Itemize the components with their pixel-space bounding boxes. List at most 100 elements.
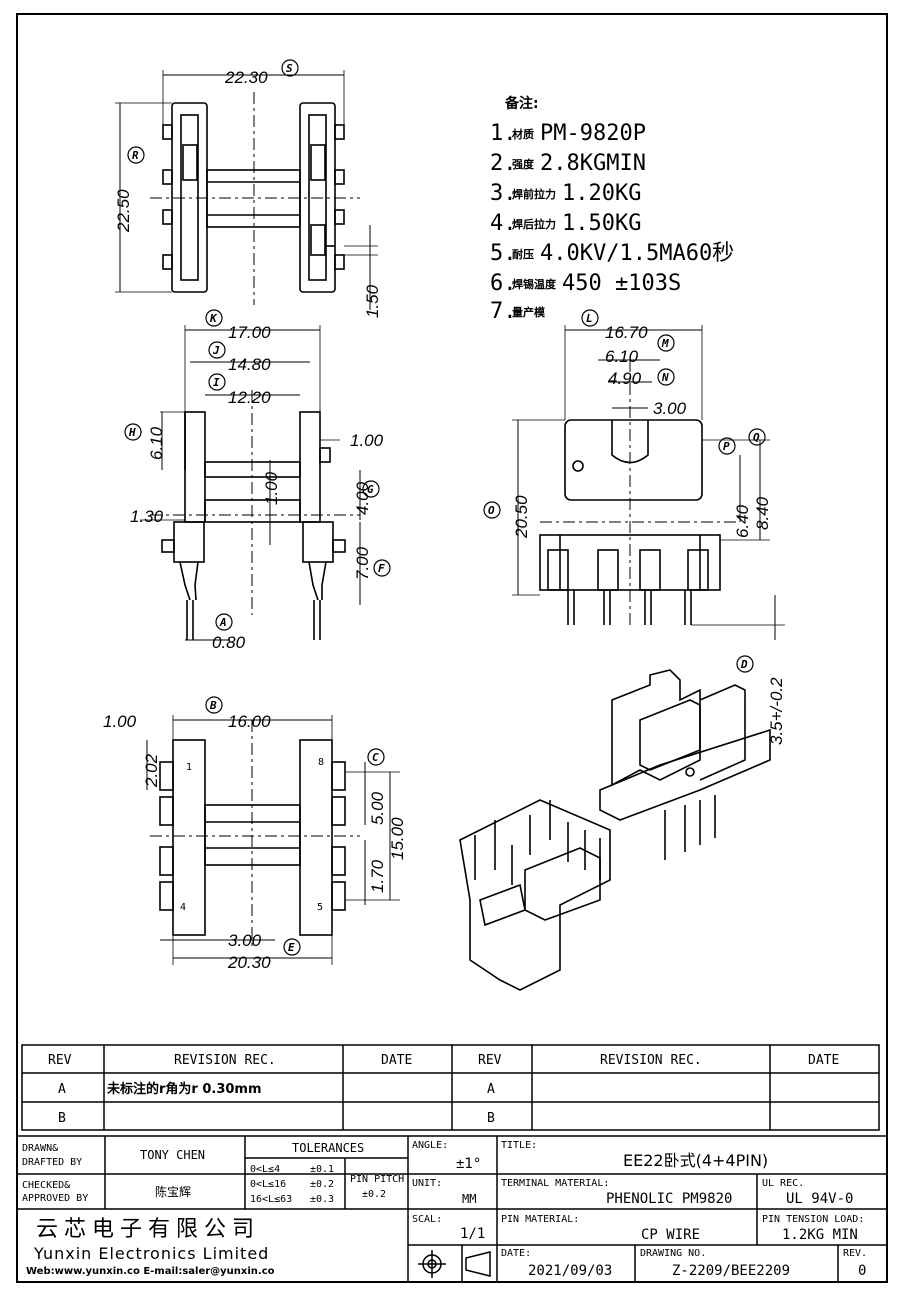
note-value: PM-9820P bbox=[540, 121, 646, 146]
rev-header-rec: REVISION REC. bbox=[174, 1053, 276, 1068]
reference-letter: K bbox=[209, 312, 218, 325]
pin-number-8: 8 bbox=[318, 757, 324, 768]
note-number: 4. bbox=[490, 211, 517, 236]
note-value: 2.8KGMIN bbox=[540, 151, 646, 176]
reference-letter-circle bbox=[373, 559, 391, 577]
rev-row-b: B bbox=[58, 1111, 66, 1126]
rev-row-a-rec: 未标注的r角为r 0.30mm bbox=[106, 1081, 262, 1097]
reference-letter-circle bbox=[483, 501, 501, 519]
company-name-en: Yunxin Electronics Limited bbox=[33, 1244, 269, 1263]
reference-letter-circle bbox=[718, 437, 736, 455]
tolerances-label: TOLERANCES bbox=[292, 1141, 364, 1155]
note-value: 450 ±103S bbox=[562, 271, 681, 296]
reference-letter: I bbox=[213, 376, 220, 389]
title-block-text: DRAWN& DRAFTED BY TONY CHEN CHECKED& APP… bbox=[22, 1140, 867, 1279]
isometric-view-lower bbox=[459, 799, 611, 991]
reference-letter: S bbox=[286, 62, 293, 75]
reference-letter-circle bbox=[208, 373, 226, 391]
rev-header-rev: REV bbox=[48, 1053, 72, 1068]
dim-front-j: 14.80 bbox=[228, 355, 271, 374]
reference-letter: B bbox=[209, 699, 217, 712]
pin-tension-value: 1.2KG MIN bbox=[782, 1227, 858, 1243]
dim-front-d2: 1.00 bbox=[262, 471, 281, 505]
rev-header-rev2: REV bbox=[478, 1053, 502, 1068]
note-number: 5. bbox=[490, 241, 517, 266]
reference-letter-circle bbox=[127, 146, 145, 164]
rev-row-b2: B bbox=[487, 1111, 495, 1126]
tol-value-2: ±0.2 bbox=[310, 1179, 334, 1190]
checked-label: CHECKED& bbox=[22, 1180, 70, 1191]
dim-side-d1: 3.00 bbox=[653, 399, 687, 418]
dim-side-o: 20.50 bbox=[512, 495, 531, 539]
drawing-no-value: Z-2209/BEE2209 bbox=[672, 1263, 790, 1279]
dim-bottom-b: 16.00 bbox=[228, 712, 271, 731]
note-label: 焊后拉力 bbox=[512, 217, 556, 231]
unit-value: MM bbox=[462, 1192, 476, 1206]
note-label: 焊前拉力 bbox=[512, 187, 556, 201]
reference-letter-circle bbox=[736, 655, 754, 673]
pin-number-1: 1 bbox=[186, 762, 192, 773]
reference-letter-circle bbox=[281, 59, 299, 77]
dim-bottom-c: 5.00 bbox=[368, 791, 387, 825]
pin-material-label: PIN MATERIAL: bbox=[501, 1214, 579, 1225]
note-label: 耐压 bbox=[512, 247, 534, 261]
rev-row-a2: A bbox=[487, 1082, 495, 1097]
dim-bottom-d2: 2.02 bbox=[142, 753, 161, 788]
rev-row-a: A bbox=[58, 1082, 66, 1097]
tol-range-2: 0<L≤16 bbox=[250, 1179, 286, 1190]
reference-letter: J bbox=[212, 344, 220, 357]
tol-value-3: ±0.3 bbox=[310, 1194, 334, 1205]
reference-letter-circle bbox=[657, 368, 675, 386]
rev-header-date2: DATE bbox=[808, 1053, 839, 1068]
reference-letter: E bbox=[288, 941, 295, 954]
pin-material-value: CP WIRE bbox=[641, 1227, 700, 1243]
scal-value: 1/1 bbox=[460, 1226, 485, 1242]
tol-range-3: 16<L≤63 bbox=[250, 1194, 292, 1205]
reference-letter-circle bbox=[215, 613, 233, 631]
pin-pitch-value: ±0.2 bbox=[362, 1189, 386, 1200]
company-web: Web:www.yunxin.co E-mail:saler@yunxin.co bbox=[26, 1266, 275, 1277]
dim-top-pin: 1.50 bbox=[363, 284, 382, 318]
drawn-label: DRAWN& bbox=[22, 1143, 58, 1154]
reference-letter-circle bbox=[124, 423, 142, 441]
tol-range-1: 0<L≤4 bbox=[250, 1164, 280, 1175]
note-number: 6. bbox=[490, 271, 517, 296]
title-block bbox=[16, 1135, 888, 1283]
drawn-value: TONY CHEN bbox=[140, 1148, 205, 1162]
dim-side-m: 6.10 bbox=[605, 347, 639, 366]
rev-header-rec2: REVISION REC. bbox=[600, 1053, 702, 1068]
dim-bottom-d3: 15.00 bbox=[388, 817, 407, 860]
checked-label-2: APPROVED BY bbox=[22, 1193, 88, 1204]
reference-letter-circle bbox=[362, 480, 380, 498]
dim-bottom-e: 20.30 bbox=[227, 953, 271, 972]
reference-letter: M bbox=[661, 337, 669, 350]
reference-letter: R bbox=[132, 149, 139, 162]
dim-top-r: 22.50 bbox=[114, 189, 133, 233]
dim-front-h: 6.10 bbox=[147, 426, 166, 460]
pin-number-5: 5 bbox=[317, 902, 323, 913]
reference-letter: C bbox=[372, 751, 379, 764]
note-label: 强度 bbox=[512, 157, 535, 171]
note-label: 焊锡温度 bbox=[512, 277, 557, 291]
scal-label: SCAL: bbox=[412, 1214, 442, 1225]
terminal-material-label: TERMINAL MATERIAL: bbox=[501, 1178, 609, 1189]
dim-bottom-d5: 3.00 bbox=[228, 931, 262, 950]
reference-letter: Q bbox=[753, 431, 760, 444]
reference-letter: L bbox=[586, 312, 593, 325]
note-label: 量产模 bbox=[512, 305, 546, 319]
revision-table bbox=[21, 1044, 880, 1131]
reference-letter: F bbox=[378, 562, 385, 575]
reference-letter: A bbox=[219, 616, 227, 629]
dim-bottom-d4: 1.70 bbox=[368, 859, 387, 893]
rev-label: REV. bbox=[843, 1248, 867, 1259]
side-view bbox=[512, 325, 785, 640]
top-view bbox=[115, 70, 378, 310]
drawing-no-label: DRAWING NO. bbox=[640, 1248, 706, 1259]
dim-front-k: 17.00 bbox=[228, 323, 271, 342]
ul-rec-value: UL 94V-0 bbox=[786, 1191, 853, 1207]
reference-letter: P bbox=[723, 440, 730, 453]
note-number: 2. bbox=[490, 151, 517, 176]
company-name-cn: 云芯电子有限公司 bbox=[36, 1217, 260, 1242]
drawn-label-2: DRAFTED BY bbox=[22, 1157, 82, 1168]
